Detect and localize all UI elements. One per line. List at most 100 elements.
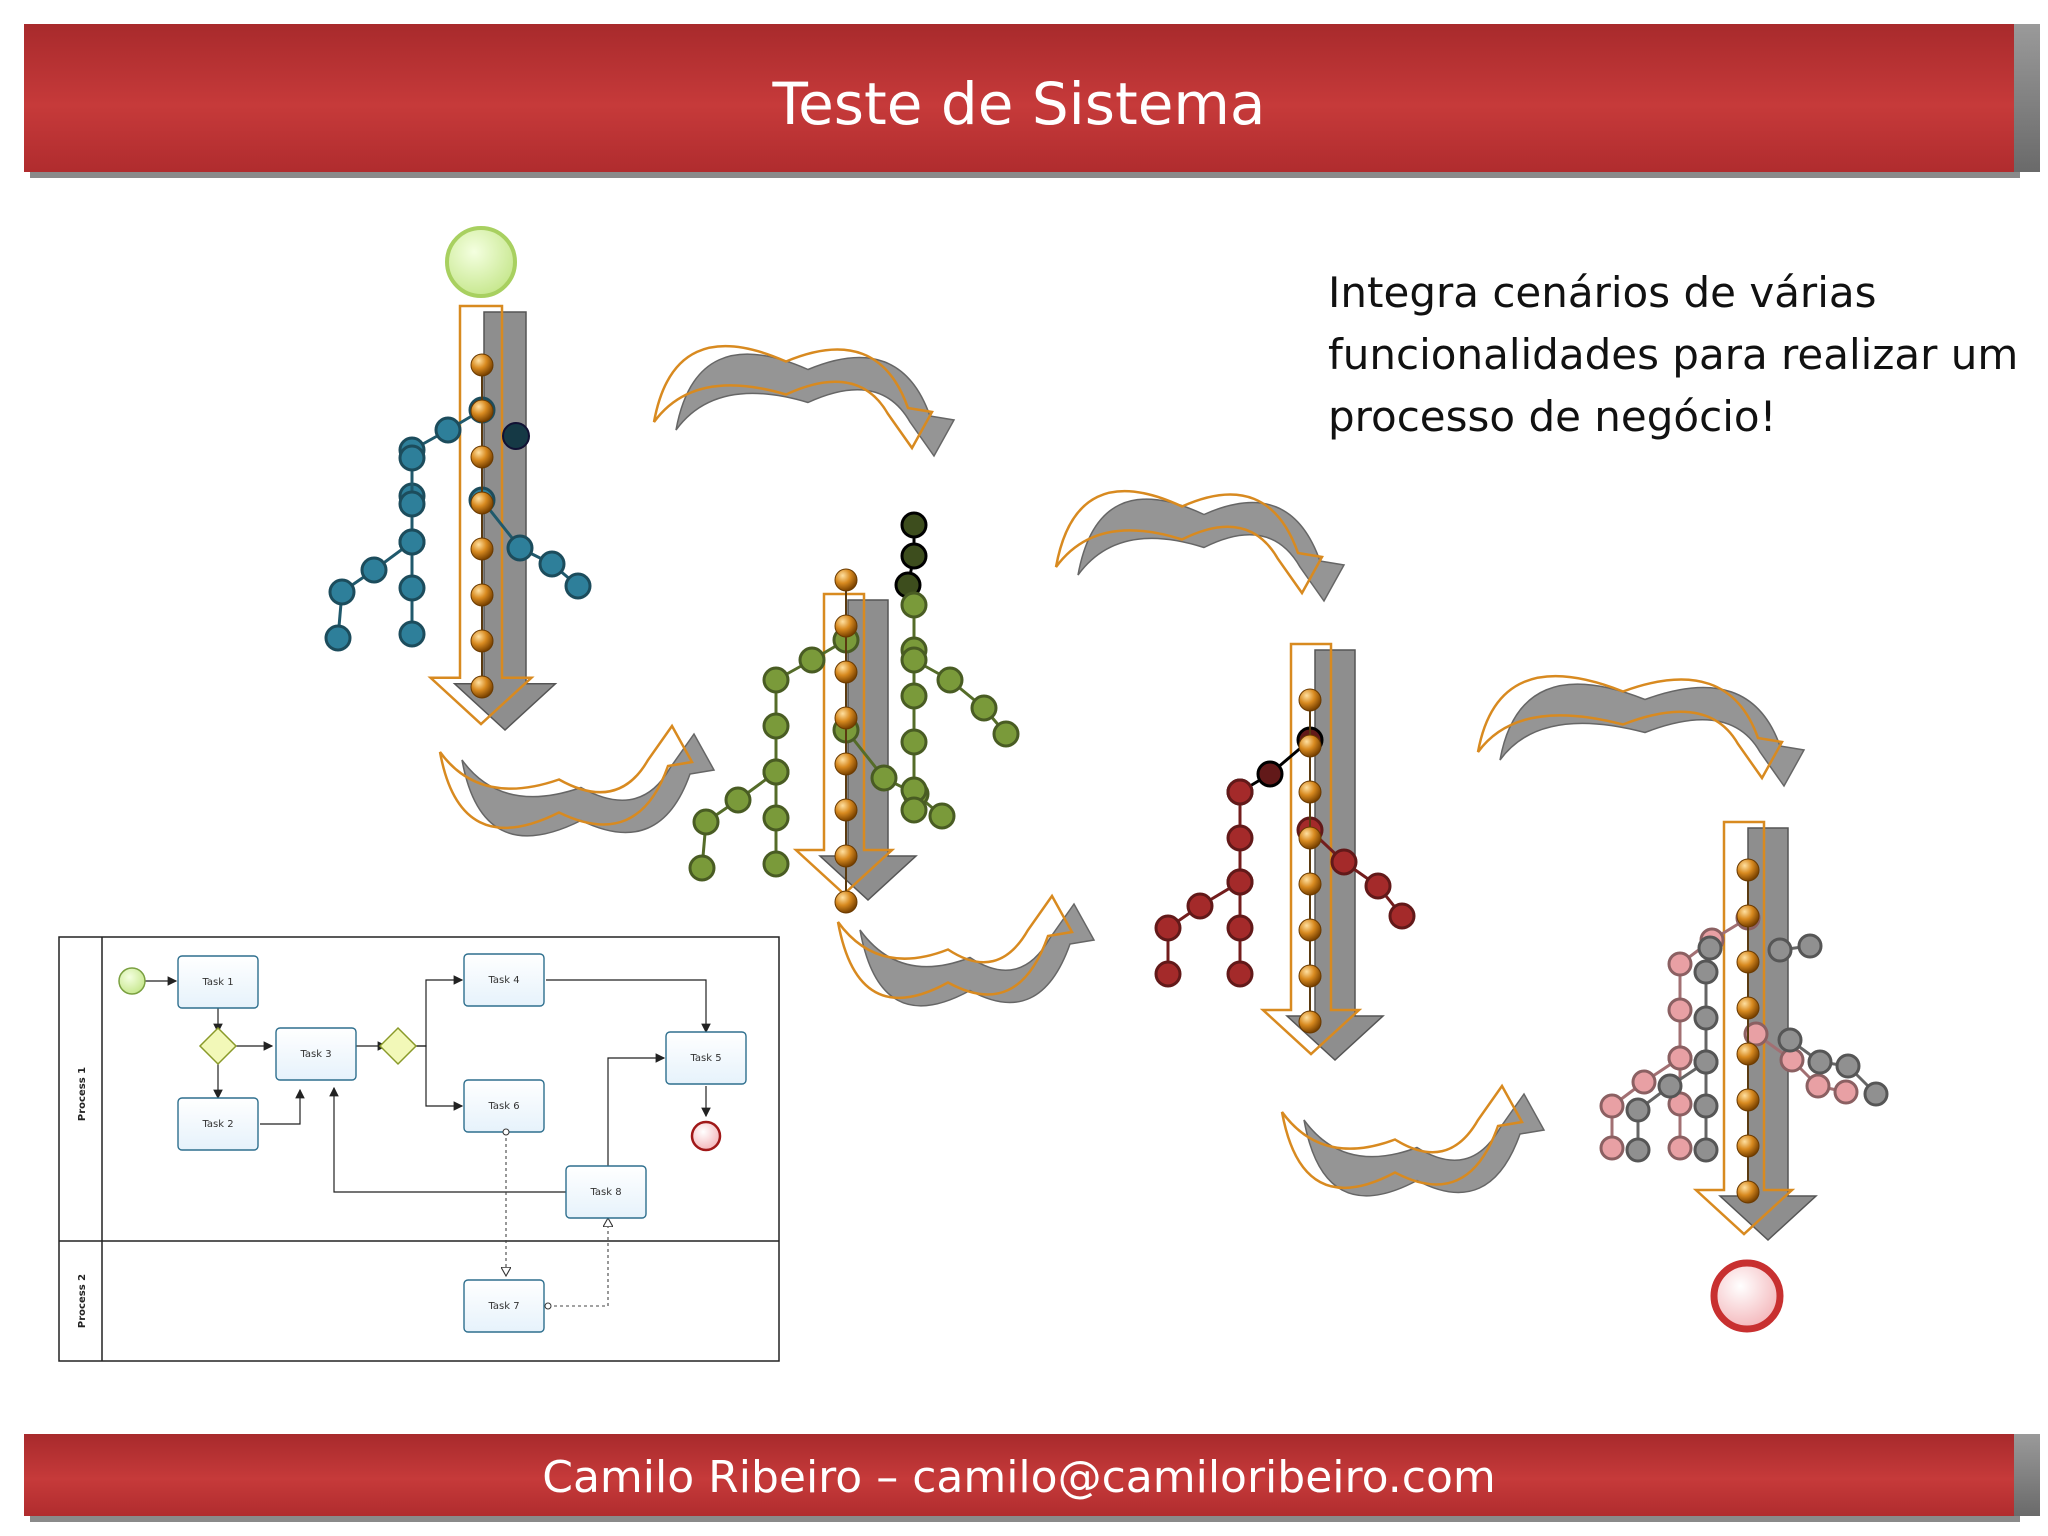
flow-node — [970, 694, 998, 722]
bpmn-task-1 — [177, 955, 259, 1009]
orange-ball-node — [1736, 904, 1760, 928]
bpmn-task-3 — [275, 1027, 357, 1081]
flow-node — [900, 682, 928, 710]
orange-ball-node — [1736, 1180, 1760, 1204]
orange-ball-node — [834, 844, 858, 868]
orange-outline-arrow — [1476, 674, 1784, 781]
start-event-circle — [445, 226, 517, 298]
flow-node — [762, 850, 790, 878]
footer-banner: Camilo Ribeiro – camilo@camiloribeiro.co… — [24, 1434, 2040, 1516]
orange-ball-node — [470, 675, 494, 699]
flow-node — [1186, 892, 1214, 920]
task-label: Task 2 — [201, 1119, 233, 1130]
flow-node — [1226, 778, 1254, 806]
flow-node — [1833, 1079, 1859, 1105]
flow-node — [762, 666, 790, 694]
gray-curved-arrow — [675, 353, 956, 458]
orange-ball-node — [1298, 872, 1322, 896]
flow-node — [1693, 1137, 1719, 1163]
bpmn-gateway — [378, 1026, 418, 1066]
bpmn-task-2 — [177, 1097, 259, 1151]
flow-node — [1154, 960, 1182, 988]
task-label: Task 1 — [201, 977, 233, 988]
flow-node — [762, 804, 790, 832]
lane-label-process-1: Process 1 — [77, 1067, 88, 1121]
bpmn-process-diagram: Process 1 Process 2 Task 1 Task 2 — [58, 936, 780, 1362]
bpmn-task-4 — [463, 953, 545, 1007]
flow-node — [328, 578, 356, 606]
flow-node — [360, 556, 388, 584]
flow-node — [1388, 902, 1416, 930]
flow-node — [398, 574, 426, 602]
flow-node — [1657, 1073, 1683, 1099]
orange-ball-node — [1736, 950, 1760, 974]
flow-node — [1807, 1049, 1833, 1075]
orange-outline-arrow — [836, 893, 1074, 1000]
flow-node — [1835, 1053, 1861, 1079]
gray-curved-arrow — [859, 902, 1096, 1007]
gray-curved-arrow — [1077, 498, 1346, 603]
orange-ball-node — [1298, 734, 1322, 758]
orange-curved-outline — [1054, 489, 1324, 596]
orange-ball-node — [834, 568, 858, 592]
flow-node — [762, 758, 790, 786]
gray-curved-arrow — [461, 732, 716, 837]
orange-ball-node — [834, 798, 858, 822]
orange-ball-node — [1736, 1088, 1760, 1112]
flow-node — [502, 422, 530, 450]
flow-node — [324, 624, 352, 652]
flow-node — [398, 490, 426, 518]
flow-node — [870, 764, 898, 792]
orange-ball-node — [470, 445, 494, 469]
orange-ball-node — [470, 537, 494, 561]
flow-node — [928, 802, 956, 830]
flow-node — [1697, 935, 1723, 961]
flow-node — [900, 646, 928, 674]
flow-node — [434, 416, 462, 444]
orange-ball-node — [470, 491, 494, 515]
orange-outline-arrow — [427, 304, 535, 726]
orange-ball-node — [834, 660, 858, 684]
page-title: Teste de Sistema — [772, 70, 1266, 138]
flow-node — [688, 854, 716, 882]
flow-node — [1667, 951, 1693, 977]
orange-ball-node — [834, 706, 858, 730]
task-label: Task 4 — [487, 975, 519, 986]
orange-ball-node — [834, 614, 858, 638]
bpmn-task-5 — [665, 1031, 747, 1085]
flow-node — [900, 591, 928, 619]
flow-node — [1154, 914, 1182, 942]
bpmn-task-7 — [463, 1279, 545, 1333]
orange-ball-node — [1298, 780, 1322, 804]
flow-illustration — [324, 226, 1889, 1333]
flow-node — [900, 542, 928, 570]
flow-node — [798, 646, 826, 674]
flow-node — [1667, 997, 1693, 1023]
task-label: Task 6 — [487, 1101, 519, 1112]
orange-ball-node — [834, 752, 858, 776]
flow-node — [692, 808, 720, 836]
orange-ball-node — [1298, 918, 1322, 942]
orange-outline-arrow — [792, 592, 896, 896]
orange-ball-node — [470, 399, 494, 423]
task-label: Task 5 — [689, 1053, 721, 1064]
bpmn-end-event — [690, 1120, 722, 1152]
flow-node — [398, 620, 426, 648]
flow-node — [564, 572, 592, 600]
flow-node — [900, 796, 928, 824]
flow-node — [1693, 959, 1719, 985]
flow-node — [538, 550, 566, 578]
task-label: Task 7 — [487, 1301, 519, 1312]
flow-node — [900, 511, 928, 539]
title-banner: Teste de Sistema — [24, 24, 2040, 172]
banner-fold — [2014, 1434, 2040, 1516]
orange-curved-outline — [438, 723, 694, 830]
flow-node — [900, 728, 928, 756]
flow-node — [762, 712, 790, 740]
orange-outline-arrow — [1692, 820, 1796, 1236]
orange-curved-outline — [652, 344, 934, 451]
flow-node — [1599, 1135, 1625, 1161]
banner-fold — [2014, 24, 2040, 172]
orange-ball-node — [1298, 826, 1322, 850]
orange-outline-arrow — [438, 723, 694, 830]
